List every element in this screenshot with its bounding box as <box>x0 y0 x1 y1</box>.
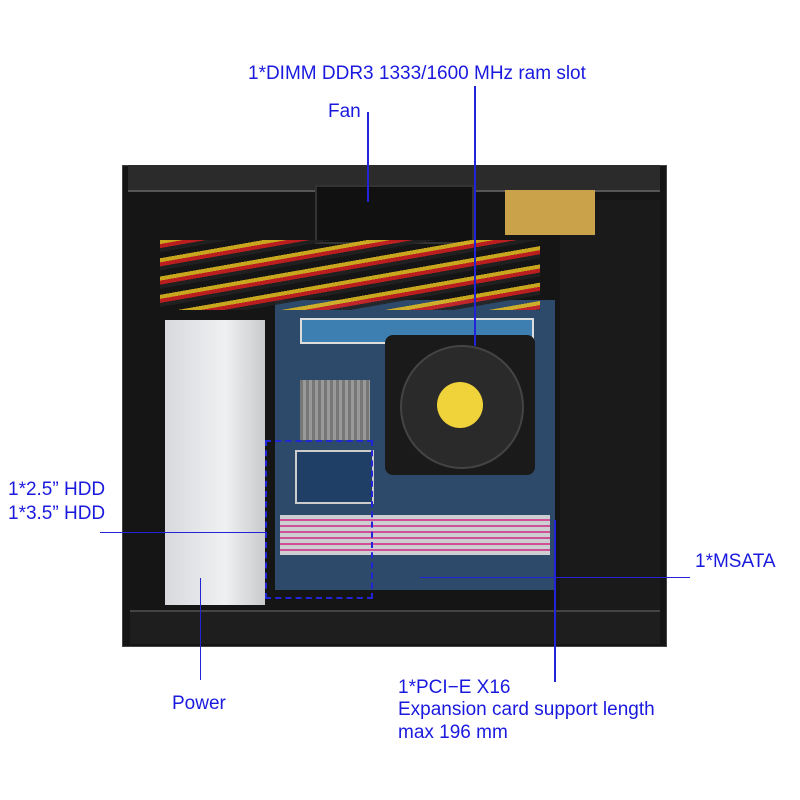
hdd-leader-line <box>100 532 265 533</box>
pcie-max-label: max 196 mm <box>398 722 508 743</box>
chipset-heatsink <box>300 380 370 440</box>
pcie-leader-line <box>554 520 556 682</box>
fan-label: Fan <box>328 101 361 122</box>
power-label: Power <box>172 693 226 714</box>
chassis-bottom-rail <box>130 610 660 644</box>
hdd-35-label: 1*3.5” HDD <box>8 503 106 524</box>
fan-sticker <box>437 382 483 428</box>
pcie-label: 1*PCI−E X16 <box>398 677 511 698</box>
ram-slot-label: 1*DIMM DDR3 1333/1600 MHz ram slot <box>248 63 586 84</box>
ribbon-cables <box>280 515 550 555</box>
power-supply <box>165 320 265 605</box>
hdd-25-label: 1*2.5” HDD <box>8 479 106 500</box>
expansion-bay <box>560 200 660 610</box>
power-cables <box>160 240 540 310</box>
fan-leader-line <box>367 112 369 202</box>
ram-leader-line <box>474 86 476 346</box>
usb-ports <box>505 190 595 235</box>
pcie-length-label: Expansion card support length <box>398 699 655 720</box>
system-fan <box>315 185 474 244</box>
power-leader-line <box>200 578 201 680</box>
msata-label: 1*MSATA <box>695 551 776 572</box>
hdd-area-outline <box>265 440 373 599</box>
msata-card <box>295 450 374 504</box>
